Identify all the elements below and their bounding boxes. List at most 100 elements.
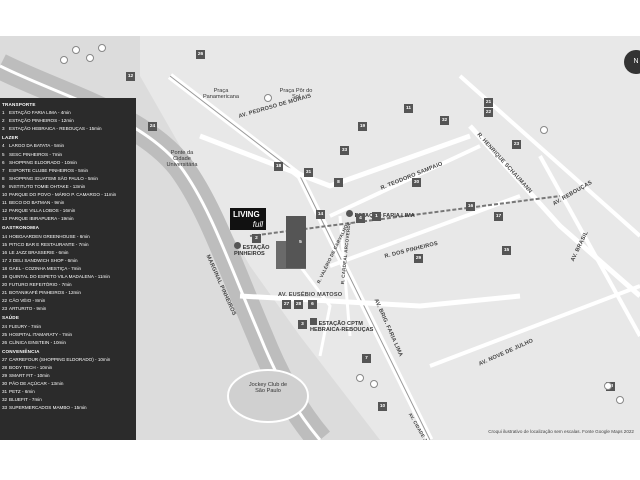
poi-badge[interactable]: 32 <box>440 116 449 125</box>
poi-badge[interactable]: 7 <box>362 354 371 363</box>
legend-item-text: SHOPPING ELDORADO - 10min <box>9 159 77 165</box>
poi-badge[interactable]: 26 <box>196 50 205 59</box>
legend-item-text: HOBGAARDEN GREENHOUSE - 6min <box>9 233 90 239</box>
legend-section-title: CONVENIÊNCIA <box>2 348 40 354</box>
legend-item-number: 26 <box>2 339 8 345</box>
tree-icon <box>356 374 364 382</box>
tree-icon <box>72 46 80 54</box>
poi-badge[interactable]: 10 <box>378 402 387 411</box>
street-eusebio: AV. EUSÉBIO MATOSO <box>278 292 343 298</box>
brand-line-2: full <box>252 220 263 229</box>
tree-icon <box>98 44 106 52</box>
tree-icon <box>540 126 548 134</box>
poi-badge[interactable]: 21 <box>484 98 493 107</box>
legend-item-text: BODY TECH - 10min <box>9 365 53 370</box>
legend-item-number: 17 <box>2 257 8 263</box>
poi-badge[interactable]: 23 <box>512 140 521 149</box>
poi-badge[interactable]: 29 <box>414 254 423 263</box>
legend-item-number: 9 <box>2 183 5 189</box>
tree-icon <box>604 382 612 390</box>
legend-item-text: INSTITUTO TOMIE OHTAKE - 13min <box>9 183 86 189</box>
legend-item-number: 16 <box>2 249 8 255</box>
poi-badge[interactable]: 6 <box>308 300 317 309</box>
legend-item-number: 18 <box>2 265 8 271</box>
legend-item-number: 3 <box>2 126 5 132</box>
legend-item-number: 33 <box>2 405 8 411</box>
legend-item-number: 7 <box>2 167 5 173</box>
legend-item-text: PARQUE VILLA LOBOS - 16min <box>9 208 76 214</box>
legend-item-number: 25 <box>2 331 8 337</box>
teodoro-road <box>329 144 481 218</box>
train-icon <box>310 318 317 325</box>
metro-icon <box>234 242 241 249</box>
legend-item-number: 27 <box>2 356 8 362</box>
poi-badge[interactable]: 5 <box>296 238 305 247</box>
poi-badge[interactable]: 27 <box>282 300 291 309</box>
poi-badge[interactable]: 19 <box>358 122 367 131</box>
legend-item-number: 19 <box>2 273 8 279</box>
legend-item-number: 1 <box>2 110 5 116</box>
station-pinheiros[interactable]: ESTAÇÃO PINHEIROS <box>234 242 284 257</box>
station-faria-lima[interactable]: ESTAÇÃO FARIA LIMA <box>346 210 415 219</box>
station-faria-lima-label: ESTAÇÃO FARIA LIMA <box>354 213 415 219</box>
place-ponte: Ponte da Cidade Universitária <box>166 150 198 168</box>
poi-badge[interactable]: 16 <box>466 202 475 211</box>
pedroso-road <box>199 133 471 189</box>
legend-item-text: PITICO BAR E RESTAURANTE - 7min <box>9 241 89 247</box>
legend-item-text: CLÍNICA EINSTEIN - 10min <box>9 339 66 345</box>
poi-badge[interactable]: 12 <box>126 72 135 81</box>
poi-badge[interactable]: 11 <box>404 104 413 113</box>
henrique-road <box>468 124 640 298</box>
poi-badge[interactable]: 8 <box>334 178 343 187</box>
poi-badge[interactable]: 31 <box>304 168 313 177</box>
legend-item-number: 12 <box>2 208 8 214</box>
legend-item-text: ESTAÇÃO FARIA LIMA - 4min <box>9 110 71 116</box>
poi-badge[interactable]: 2 <box>252 234 261 243</box>
legend-item-number: 22 <box>2 298 8 304</box>
legend-item-text: PARQUE IBIRAPUERA - 19min <box>9 216 74 222</box>
legend-item-text: GAEL - COZINHA MESTIÇA - 7min <box>9 265 82 271</box>
poi-badge[interactable]: 14 <box>316 210 325 219</box>
poi-badge[interactable]: 33 <box>340 146 349 155</box>
station-hebraica[interactable]: ESTAÇÃO CPTM HEBRAICA-REBOUÇAS <box>310 318 380 333</box>
poi-badge[interactable]: 1 <box>372 212 381 221</box>
pinheiros-street <box>329 194 521 268</box>
legend-item-text: PARQUE DO POVO - MÁRIO P. CAMARGO - 11mi… <box>9 192 117 198</box>
legend-item: 1 ESTAÇÃO FARIA LIMA - 4min <box>2 109 136 117</box>
poi-badge[interactable]: 28 <box>294 300 303 309</box>
metro-line <box>249 195 561 237</box>
poi-badge[interactable]: 3 <box>298 320 307 329</box>
metro-icon <box>346 210 353 217</box>
legend-item-text: PETZ - 6min <box>9 389 35 395</box>
poi-badge[interactable]: 24 <box>148 122 157 131</box>
station-hebraica-label: ESTAÇÃO CPTM HEBRAICA-REBOUÇAS <box>310 321 374 333</box>
poi-badge[interactable]: 15 <box>502 246 511 255</box>
poi-badge[interactable]: 17 <box>494 212 503 221</box>
poi-badge[interactable]: 30 <box>412 178 421 187</box>
legend-section-title: GASTRONOMIA <box>2 225 40 231</box>
place-praca-por-do-sol: Praça Pôr do Sol <box>279 88 313 100</box>
poi-badge[interactable]: 4 <box>356 214 365 223</box>
legend-item-number: 30 <box>2 381 8 387</box>
jockey-track <box>227 369 309 423</box>
legend-item-text: SUPERMERCADOS MAMBO - 15min <box>9 405 87 411</box>
legend-item-text: BLUEFIT - 7min <box>9 397 42 403</box>
poi-badge[interactable]: 18 <box>274 162 283 171</box>
poi-badge[interactable]: 22 <box>484 108 493 117</box>
